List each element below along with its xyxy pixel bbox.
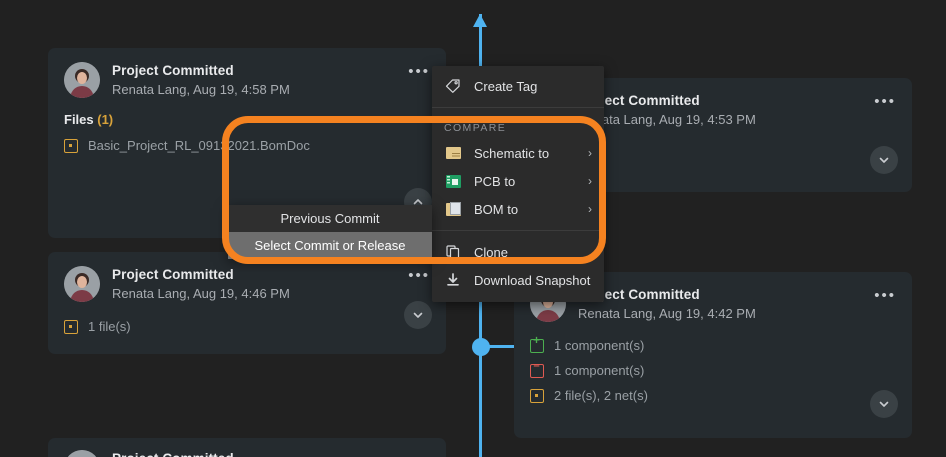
user-avatar	[64, 62, 100, 98]
menu-group-compare: COMPARE	[444, 122, 507, 134]
menu-item-label: Clone	[474, 244, 508, 260]
bom-icon	[444, 200, 462, 218]
stat-text: 1 file(s)	[88, 319, 131, 334]
card-subtitle: Renata Lang, Aug 19, 4:42 PM	[578, 306, 756, 321]
component-removed-icon	[530, 361, 544, 378]
component-added-icon	[530, 335, 544, 353]
card-title: Project Committed	[112, 267, 234, 282]
submenu-item-previous-commit[interactable]: Previous Commit	[228, 205, 432, 232]
file-badge-icon	[530, 388, 544, 403]
card-title: Project Committed	[578, 93, 700, 108]
menu-item-clone[interactable]: Clone	[432, 238, 604, 266]
chevron-right-icon: ›	[588, 202, 592, 216]
menu-item-label: PCB to	[474, 173, 516, 189]
card-body: 1 file(s)	[48, 302, 446, 350]
more-options-icon[interactable]: •••	[408, 63, 430, 80]
submenu-item-select-commit-or-release[interactable]: Select Commit or Release	[228, 232, 432, 259]
file-badge-icon	[64, 138, 78, 153]
commit-card-partial[interactable]: Project Committed	[48, 438, 446, 457]
file-badge-icon	[64, 319, 78, 334]
file-name: Basic_Project_RL_09132021.BomDoc	[88, 138, 310, 153]
chevron-right-icon: ›	[588, 146, 592, 160]
menu-item-label: Download Snapshot	[474, 272, 591, 288]
user-avatar	[64, 450, 100, 457]
card-subtitle: Renata Lang, Aug 19, 4:58 PM	[112, 82, 290, 97]
chevron-down-icon[interactable]	[870, 146, 898, 174]
files-label: Files (1)	[64, 112, 430, 127]
menu-item-schematic-to[interactable]: Schematic to ›	[432, 139, 604, 167]
card-header: Project Committed Renata Lang, Aug 19, 4…	[48, 48, 446, 98]
chevron-down-icon[interactable]	[404, 301, 432, 329]
stat-text: 1 component(s)	[554, 338, 645, 353]
stat-text: 1 component(s)	[554, 363, 645, 378]
chevron-down-icon[interactable]	[870, 390, 898, 418]
menu-item-label: BOM to	[474, 201, 519, 217]
clone-icon	[444, 243, 462, 261]
pcb-icon	[444, 172, 462, 190]
menu-item-pcb-to[interactable]: PCB to ›	[432, 167, 604, 195]
submenu-item-label: Select Commit or Release	[254, 238, 406, 253]
arrow-up-icon	[473, 14, 487, 27]
stat-row: 1 component(s)	[530, 335, 896, 353]
files-count: (1)	[97, 112, 114, 127]
menu-divider	[432, 107, 604, 108]
card-subtitle: Renata Lang, Aug 19, 4:46 PM	[112, 286, 290, 301]
commit-context-menu[interactable]: Create Tag COMPARE Schematic to › PCB to…	[432, 66, 604, 302]
user-avatar	[64, 266, 100, 302]
chevron-right-icon: ›	[588, 174, 592, 188]
download-icon	[444, 271, 462, 289]
schematic-icon	[444, 144, 462, 162]
more-options-icon[interactable]: •••	[874, 287, 896, 304]
menu-item-create-tag[interactable]: Create Tag	[432, 72, 604, 100]
menu-divider	[432, 230, 604, 231]
more-options-icon[interactable]: •••	[408, 267, 430, 284]
file-list-item[interactable]: Basic_Project_RL_09132021.BomDoc	[64, 138, 430, 153]
card-header: Project Committed Renata Lang, Aug 19, 4…	[48, 252, 446, 302]
card-body: Files (1) Basic_Project_RL_09132021.BomD…	[48, 98, 446, 169]
card-subtitle: Renata Lang, Aug 19, 4:53 PM	[578, 112, 756, 127]
submenu-item-label: Previous Commit	[280, 211, 380, 226]
more-options-icon[interactable]: •••	[874, 93, 896, 110]
card-title: Project Committed	[112, 451, 234, 457]
stat-row: 1 component(s)	[530, 361, 896, 378]
timeline-connector	[489, 345, 515, 348]
menu-item-label: Create Tag	[474, 78, 538, 94]
menu-item-bom-to[interactable]: BOM to ›	[432, 195, 604, 223]
tag-icon	[444, 77, 462, 95]
card-title: Project Committed	[112, 63, 234, 78]
card-title: Project Committed	[578, 287, 700, 302]
card-body: 1 component(s) 1 component(s) 2 file(s),…	[514, 322, 912, 419]
stat-text: 2 file(s), 2 net(s)	[554, 388, 648, 403]
files-label-text: Files	[64, 112, 94, 127]
menu-item-download-snapshot[interactable]: Download Snapshot	[432, 266, 604, 294]
timeline-dot-icon	[472, 338, 490, 356]
commit-card-446[interactable]: Project Committed Renata Lang, Aug 19, 4…	[48, 252, 446, 354]
stat-row: 1 file(s)	[64, 319, 430, 334]
stat-row: 2 file(s), 2 net(s)	[530, 388, 896, 403]
compare-target-submenu[interactable]: Previous Commit Select Commit or Release	[228, 205, 432, 259]
card-header: Project Committed	[48, 438, 446, 457]
menu-item-label: Schematic to	[474, 145, 550, 161]
